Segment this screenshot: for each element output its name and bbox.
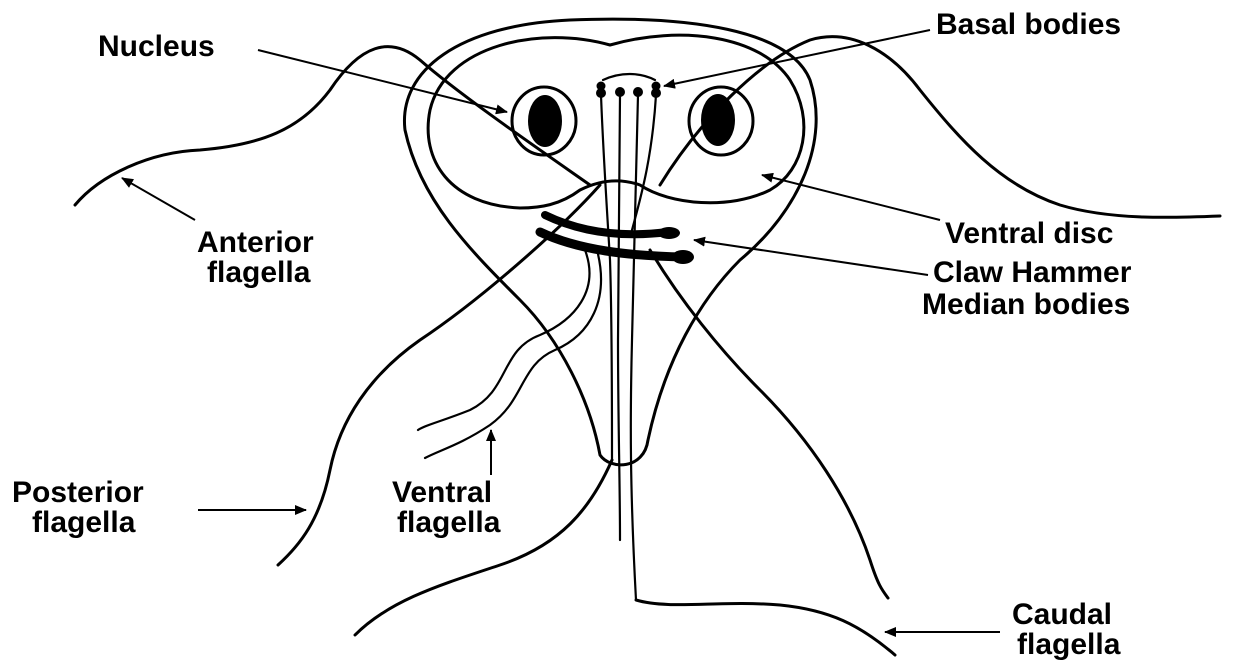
ventral-disc-arrow	[762, 175, 940, 220]
caudal-flagella-label-1: Caudal	[1012, 598, 1112, 631]
ventral-disc	[428, 35, 804, 208]
posterior-flagella-label-1: Posterior	[12, 476, 144, 509]
caudal-flagellum-right	[636, 600, 895, 655]
anterior-flagella-arrow	[122, 178, 195, 220]
ventral-disc-label: Ventral disc	[945, 217, 1113, 250]
posterior-flagella-label-2: flagella	[32, 506, 136, 539]
posterior-flagellum-right	[650, 250, 888, 598]
basal-bodies	[596, 74, 661, 98]
nucleus-right	[689, 87, 753, 155]
anterior-flagellum-right	[660, 37, 1220, 218]
anterior-flagella-label-1: Anterior	[197, 226, 314, 259]
nucleus-label: Nucleus	[98, 30, 215, 63]
anterior-flagella-label-2: flagella	[207, 256, 311, 289]
nucleus-left	[512, 87, 576, 155]
cell-body-outline	[404, 19, 816, 465]
ventral-flagella-label-1: Ventral	[392, 476, 492, 509]
claw-hammer-label: Claw Hammer	[933, 256, 1132, 289]
axonemes	[601, 95, 656, 600]
caudal-flagella-label-2: flagella	[1017, 628, 1121, 661]
ventral-flagella-label-2: flagella	[397, 506, 501, 539]
ventral-flagella	[418, 250, 601, 458]
median-bodies-label: Median bodies	[922, 288, 1130, 321]
basal-bodies-label: Basal bodies	[936, 8, 1121, 41]
